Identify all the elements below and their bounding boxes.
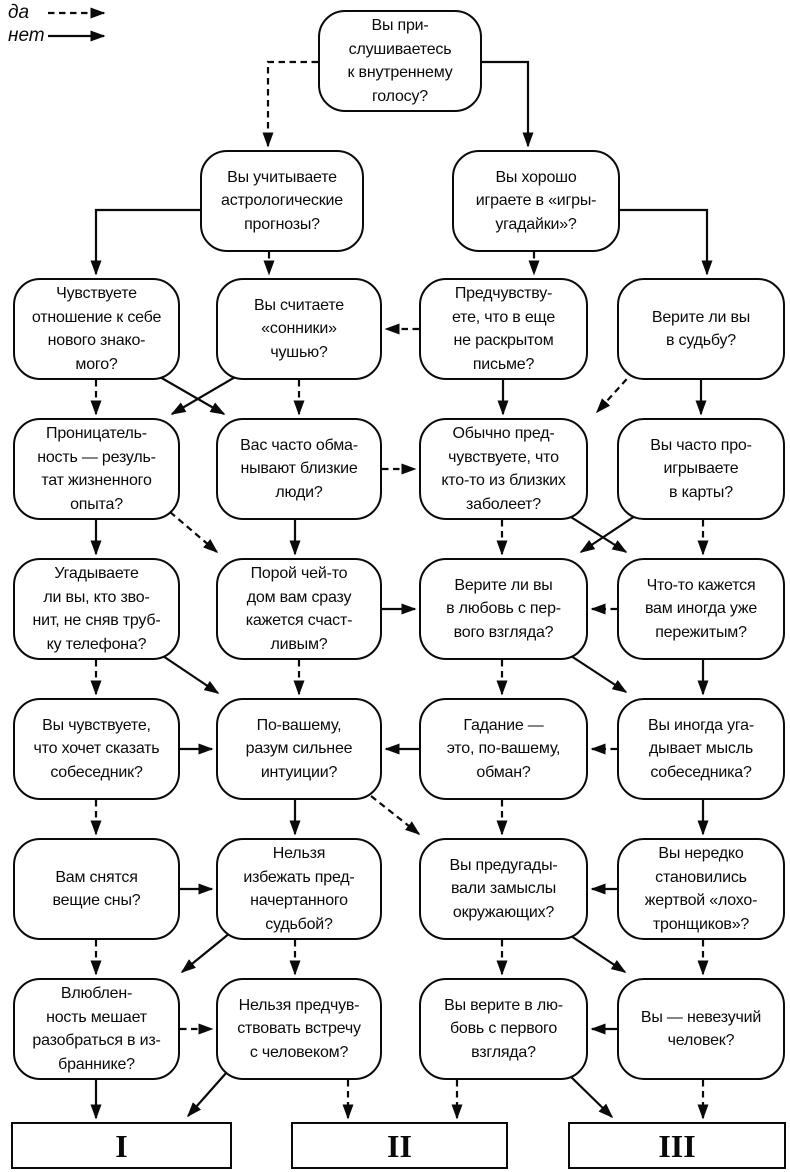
edge-q1-q2-да	[262, 60, 318, 148]
legend-yes-row: да	[8, 1, 112, 24]
node-q24: Влюблен- ность мешает разобраться в из- …	[13, 978, 180, 1080]
node-q19: Вы иногда уга- дывает мысль собеседника?	[617, 698, 785, 800]
node-q2: Вы учитываете астрологические прогнозы?	[200, 150, 364, 252]
node-q25: Нельзя предчув- ствовать встречу с челов…	[216, 978, 382, 1080]
node-q12: Угадываете ли вы, кто зво- нит, не сняв …	[13, 558, 180, 660]
node-q26: Вы верите в лю- бовь с первого взгляда?	[419, 978, 588, 1080]
node-q1: Вы при- слушиваетесь к внутреннему голос…	[318, 10, 482, 112]
node-q20: Вам снятся вещие сны?	[13, 838, 180, 940]
edge-q7-q10-да	[595, 370, 635, 414]
node-q18: Гадание — это, по-вашему, обман?	[419, 698, 588, 800]
edge-q4-q9-нет	[152, 372, 226, 415]
edge-q12-q17-нет	[156, 651, 220, 694]
dashed-arrow-icon	[48, 7, 106, 18]
result-box-r1: I	[11, 1122, 232, 1169]
node-q15: Что-то кажется вам иногда уже пережитым?	[617, 558, 785, 660]
node-q5: Вы считаете «сонники» чушью?	[216, 278, 382, 380]
legend-no-label: нет	[8, 24, 45, 46]
result-box-r2: II	[291, 1122, 508, 1169]
edge-q17-q22-да	[370, 795, 421, 835]
node-q21: Нельзя избежать пред- начертанного судьб…	[216, 838, 382, 940]
edge-q10-q15-нет	[562, 511, 628, 553]
edge-q8-q13-да	[169, 511, 219, 553]
node-q8: Проницатель- ность — резуль- тат жизненн…	[13, 418, 180, 520]
edge-q1-q3-нет	[482, 60, 534, 148]
legend-no-row: нет	[8, 24, 112, 47]
node-q6: Предчувству- ете, что в еще не раскрытом…	[419, 278, 588, 380]
node-q9: Вас часто обма- нывают близкие люди?	[216, 418, 382, 520]
edge-q3-q7-нет	[620, 208, 713, 276]
node-q16: Вы чувствуете, что хочет сказать собесед…	[13, 698, 180, 800]
node-q13: Порой чей-то дом вам сразу кажется счаст…	[216, 558, 382, 660]
node-q22: Вы предугады- вали замыслы окружающих?	[419, 838, 588, 940]
edge-q11-q14-нет	[579, 511, 642, 553]
edge-q21-q24-нет	[180, 932, 231, 973]
solid-arrow-icon	[48, 30, 106, 41]
edge-q5-q8-нет	[170, 372, 243, 415]
edge-q22-q27-нет	[564, 931, 627, 973]
legend-yes-label: да	[8, 1, 30, 23]
legend: да нет	[8, 1, 112, 47]
node-q11: Вы часто про- игрываете в карты?	[617, 418, 785, 520]
node-q17: По-вашему, разум сильнее интуиции?	[216, 698, 382, 800]
node-q23: Вы нередко становились жертвой «лохо- тр…	[617, 838, 785, 940]
result-box-r3: III	[568, 1122, 786, 1169]
node-q10: Обычно пред- чувствуете, что кто-то из б…	[419, 418, 588, 520]
edge-q2-q4-нет	[90, 208, 200, 276]
node-q27: Вы — невезучий человек?	[617, 978, 785, 1080]
edge-q25-r1-нет	[187, 1071, 228, 1118]
node-q4: Чувствуете отношение к себе нового знако…	[13, 278, 180, 380]
node-q7: Верите ли вы в судьбу?	[617, 278, 785, 380]
node-q3: Вы хорошо играете в «игры- угадайки»?	[452, 150, 620, 252]
node-q14: Верите ли вы в любовь с пер- вого взгляд…	[419, 558, 588, 660]
edge-q26-r3-нет	[565, 1071, 614, 1119]
edge-q14-q19-нет	[564, 651, 628, 693]
